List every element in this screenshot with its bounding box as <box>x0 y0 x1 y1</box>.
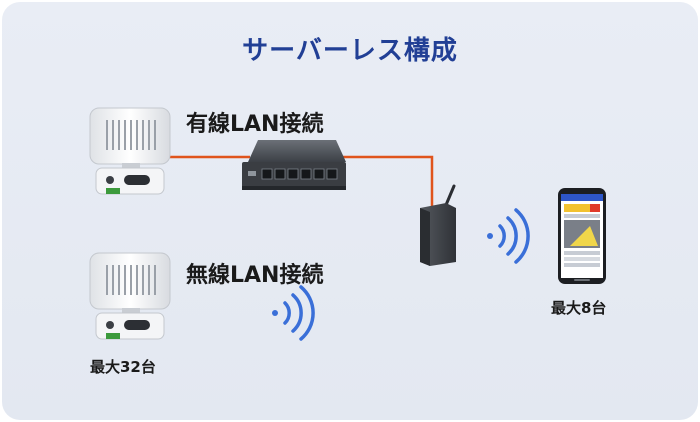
wifi-signal-icon <box>487 208 530 264</box>
wired-lan-label: 有線LAN接続 <box>186 112 324 137</box>
sensor-device-icon <box>89 107 171 195</box>
wifi-signal-icon <box>272 285 315 341</box>
wireless-lan-label: 無線LAN接続 <box>186 263 324 288</box>
diagram-title: サーバーレス構成 <box>242 36 458 66</box>
sensor-max-count: 最大32台 <box>90 358 156 376</box>
network-switch-icon <box>242 140 346 190</box>
sensor-device-icon <box>89 252 171 340</box>
access-point-icon <box>420 184 456 266</box>
phone-max-count: 最大8台 <box>551 299 607 317</box>
ethernet-cable <box>168 155 434 208</box>
smartphone-icon <box>558 188 606 284</box>
